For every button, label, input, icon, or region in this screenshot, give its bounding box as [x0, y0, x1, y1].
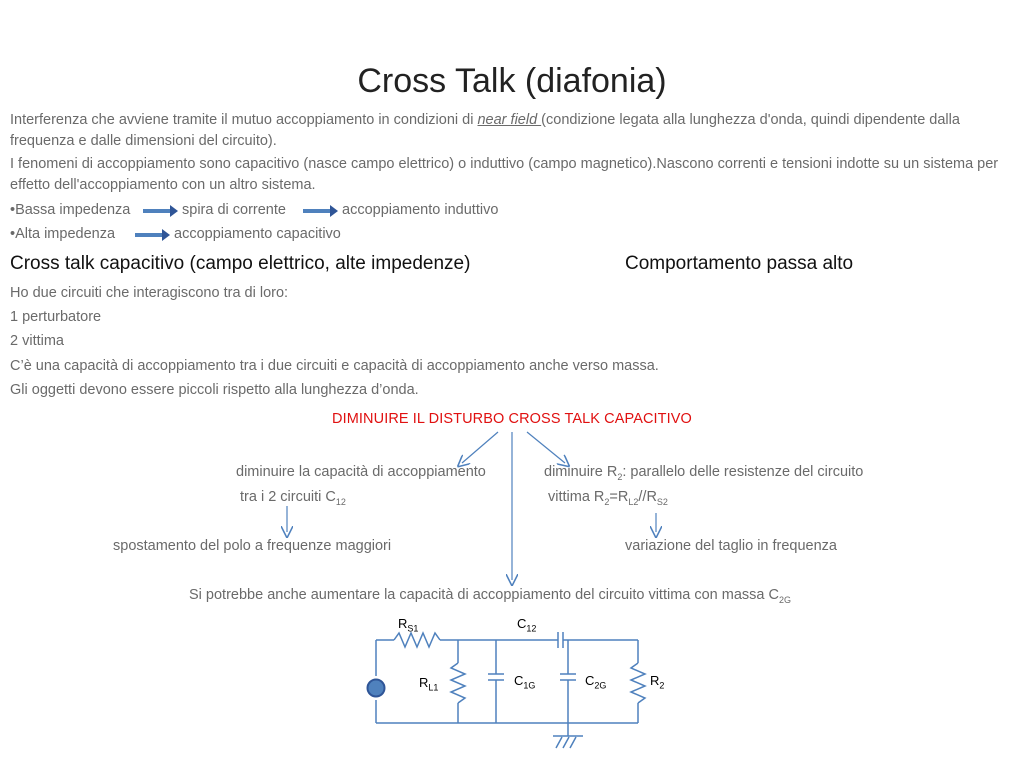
arrow-right-branch [526, 431, 565, 463]
label-c2g-main: C [585, 673, 595, 688]
bullet-low-impedance: •Bassa impedenza [10, 202, 131, 218]
right-branch-line2-text2: =R [609, 489, 629, 505]
right-branch-line2-text3: //R [638, 489, 657, 505]
arrow-left-branch [462, 431, 499, 463]
intro-paragraph-2: I fenomeni di accoppiamento sono capacit… [10, 156, 999, 193]
bullet-arrow-icon [303, 205, 338, 217]
source-icon [366, 678, 386, 698]
left-branch-result: spostamento del polo a frequenze maggior… [113, 538, 392, 554]
label-rl1-main: R [419, 675, 429, 690]
bullet-capacitive-coupling: accoppiamento capacitivo [174, 226, 341, 242]
label-c1g-main: C [514, 673, 524, 688]
label-r2: R2 [650, 673, 664, 691]
bullet-arrow-icon [143, 205, 178, 217]
section-heading-right: Comportamento passa alto [625, 253, 854, 274]
right-branch-line1-text: diminuire R [544, 464, 618, 480]
bullet-current-loop: spira di corrente [182, 202, 286, 218]
section-line: Gli oggetti devono essere piccoli rispet… [10, 382, 419, 398]
label-r2-sub: 2 [659, 680, 665, 691]
right-branch-line2-text: vittima R [548, 489, 605, 505]
label-c2g: C2G [585, 673, 606, 691]
resistor-r2-icon [629, 662, 647, 704]
slide-title: Cross Talk (diafonia) [357, 62, 667, 100]
section-line: 1 perturbatore [10, 309, 102, 325]
right-branch-line1-rest: : parallelo delle resistenze del circuit… [622, 464, 864, 480]
right-branch-line1-sub: 2 [617, 471, 623, 482]
left-branch-line2: tra i 2 circuiti C12 [240, 487, 346, 513]
bottom-branch-main: Si potrebbe anche aumentare la capacità … [189, 587, 779, 603]
resistor-rl1-icon [449, 662, 467, 704]
near-field-emphasis: near field [477, 112, 542, 128]
circuit-schematic [375, 631, 647, 749]
intro-text-end: (condizione legata alla lunghezza d'onda… [10, 112, 960, 149]
resistor-rs1-icon [393, 631, 441, 649]
reduce-crosstalk-title: DIMINUIRE IL DISTURBO CROSS TALK CAPACIT… [332, 411, 692, 427]
label-rl1: RL1 [419, 675, 438, 693]
bottom-branch-text: Si potrebbe anche aumentare la capacità … [189, 585, 791, 611]
left-branch-line2-sub: 12 [335, 496, 346, 507]
label-c1g: C1G [514, 673, 535, 691]
right-branch-line1: diminuire R2: parallelo delle resistenze… [544, 462, 863, 488]
label-c2g-sub: 2G [594, 680, 607, 691]
label-rl1-sub: L1 [428, 682, 439, 693]
section-heading: Cross talk capacitivo (campo elettrico, … [10, 253, 471, 274]
right-branch-result: variazione del taglio in frequenza [625, 538, 837, 554]
label-rs1: RS1 [398, 616, 418, 634]
bottom-branch-sub: 2G [778, 594, 791, 605]
label-rs1-main: R [398, 616, 408, 631]
right-branch-line2: vittima R2=RL2//RS2 [548, 487, 668, 513]
bullet-high-impedance: •Alta impedenza [10, 226, 116, 242]
label-c12: C12 [517, 616, 536, 634]
bullet-inductive-coupling: accoppiamento induttivo [342, 202, 499, 218]
intro-paragraph-1: Interferenza che avviene tramite il mutu… [10, 110, 1010, 152]
left-branch-line1: diminuire la capacità di accoppiamento [236, 464, 486, 480]
label-c12-main: C [517, 616, 527, 631]
intro-text-start: Interferenza che avviene tramite il mutu… [10, 112, 478, 128]
section-line: Ho due circuiti che interagiscono tra di… [10, 285, 289, 301]
right-branch-line2-sub3: S2 [656, 496, 668, 507]
left-branch-line2-text: tra i 2 circuiti C [240, 489, 336, 505]
section-line: C’è una capacità di accoppiamento tra i … [10, 358, 659, 374]
bullet-arrow-icon [135, 229, 170, 241]
label-r2-main: R [650, 673, 660, 688]
right-branch-line2-sub1: 2 [604, 496, 610, 507]
label-c1g-sub: 1G [523, 680, 536, 691]
right-branch-line2-sub2: L2 [628, 496, 639, 507]
section-line: 2 vittima [10, 333, 64, 349]
label-c12-sub: 12 [526, 623, 537, 634]
label-rs1-sub: S1 [407, 623, 419, 634]
